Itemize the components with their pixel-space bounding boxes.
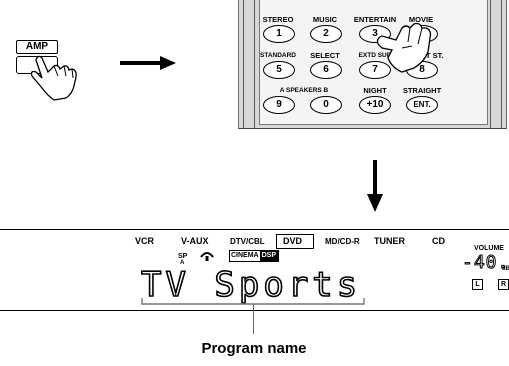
source-tuner: TUNER <box>374 236 405 247</box>
label-speakers: A SPEAKERS B <box>258 86 350 95</box>
down-arrow-icon <box>367 160 383 212</box>
cinema-dsp-left: CINEMA <box>230 251 260 261</box>
program-name-caption: Program name <box>154 340 354 357</box>
label-night: NIGHT <box>355 86 395 95</box>
remote-button-0[interactable]: 0 <box>310 96 342 114</box>
source-cd: CD <box>432 236 445 247</box>
remote-button-5[interactable]: 5 <box>263 61 295 79</box>
remote-edge-left <box>243 0 255 128</box>
label-select: SELECT <box>303 51 347 60</box>
sp-indicator: SP <box>178 253 187 260</box>
source-md-cd-r: MD/CD-R <box>325 236 360 247</box>
channel-left-indicator: L <box>472 279 483 290</box>
hand-press-icon-remote <box>374 18 436 78</box>
cinema-dsp-badge: CINEMA DSP <box>229 250 279 262</box>
remote-edge-right <box>490 0 502 128</box>
source-vcr: VCR <box>135 236 154 247</box>
remote-button-2[interactable]: 2 <box>310 25 342 43</box>
hand-press-icon <box>24 52 84 102</box>
right-arrow-icon <box>120 56 176 70</box>
label-stereo: STEREO <box>256 15 300 24</box>
source-dtv-cbl: DTV/CBL <box>230 236 265 247</box>
label-straight: STRAIGHT <box>397 86 447 95</box>
source-v-aux: V-AUX <box>181 236 209 247</box>
remote-button-1[interactable]: 1 <box>263 25 295 43</box>
label-standard: STANDARD <box>254 51 302 60</box>
remote-button-9[interactable]: 9 <box>263 96 295 114</box>
volume-unit: dB <box>502 266 509 272</box>
cinema-dsp-right: DSP <box>260 251 278 261</box>
remote-button-ent[interactable]: ENT. <box>406 96 438 114</box>
source-dvd: DVD <box>283 236 302 247</box>
leader-line <box>253 304 254 334</box>
remote-button-plus10[interactable]: +10 <box>359 96 391 114</box>
decoder-indicator-icon <box>200 250 214 262</box>
remote-button-6[interactable]: 6 <box>310 61 342 79</box>
channel-right-indicator: R <box>498 279 509 290</box>
volume-label: VOLUME <box>474 245 504 252</box>
label-music: MUSIC <box>303 15 347 24</box>
